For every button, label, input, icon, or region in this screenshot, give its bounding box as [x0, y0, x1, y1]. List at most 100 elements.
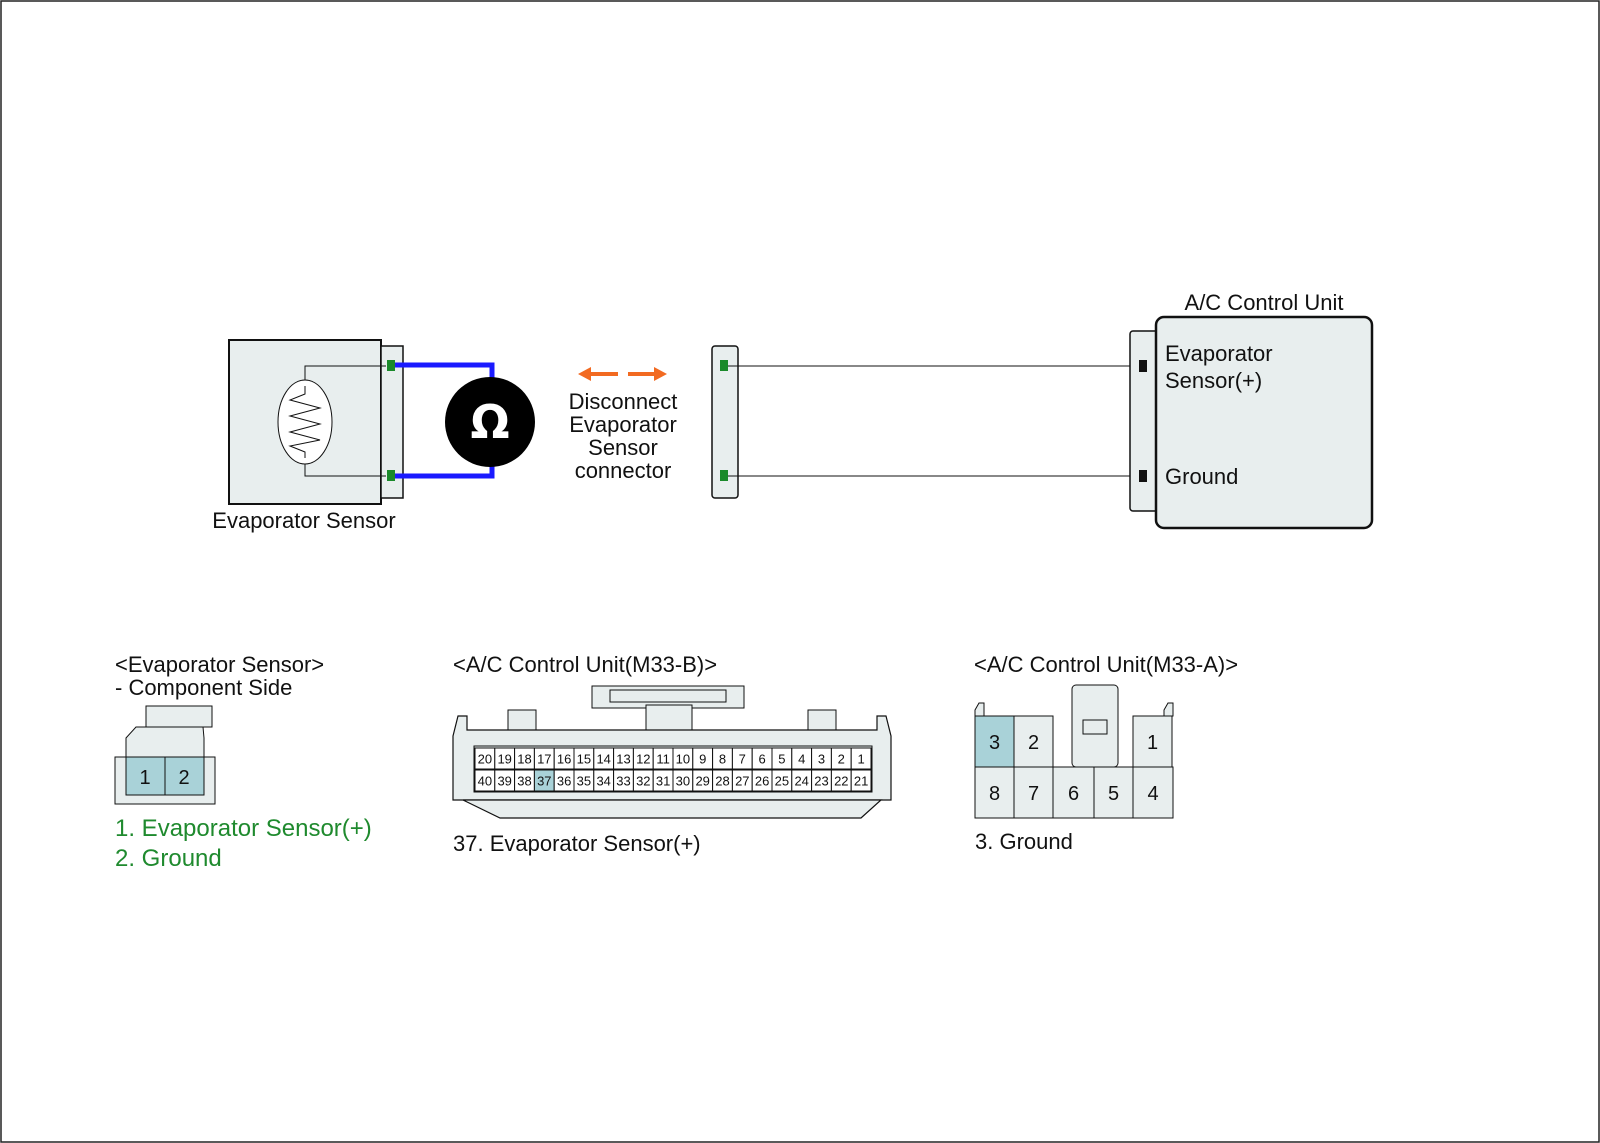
sensor-connector-title: <Evaporator Sensor>	[115, 652, 324, 677]
m33b-pin-31: 31	[656, 774, 670, 789]
m33b-pin-35: 35	[577, 774, 591, 789]
sensor-connector-view: <Evaporator Sensor> - Component Side 1 2…	[114, 652, 372, 872]
disconnect-line-1: Disconnect	[569, 389, 678, 414]
ohmmeter-icon	[445, 377, 535, 467]
resistor-zigzag-icon	[288, 386, 322, 458]
m33b-pin-19: 19	[497, 752, 511, 767]
m33a-pin-8: 8	[989, 783, 1000, 805]
sensor-pin-1: 1	[139, 767, 150, 789]
m33b-pin-11: 11	[656, 752, 670, 767]
m33b-pin-22: 22	[834, 774, 848, 789]
arrow-right-head	[654, 367, 667, 381]
acu-terminal-ground	[1139, 470, 1147, 482]
m33a-pin-6-cell	[1052, 766, 1095, 819]
arrow-left-head	[578, 367, 591, 381]
disconnect-arrows-icon	[578, 367, 667, 381]
m33b-pin-9: 9	[699, 752, 706, 767]
m33b-pin-25: 25	[775, 774, 789, 789]
acu-title: A/C Control Unit	[1185, 290, 1344, 315]
harness-connector-body	[711, 345, 739, 499]
disconnect-instruction: Disconnect Evaporator Sensor connector	[569, 389, 678, 483]
m33a-pin-4-cell	[1132, 766, 1174, 819]
m33a-pin-7-cell	[1013, 766, 1054, 819]
m33b-pin-26: 26	[755, 774, 769, 789]
m33a-latch-window	[1082, 719, 1108, 735]
harness-connector	[711, 345, 739, 499]
m33b-pin-30: 30	[676, 774, 690, 789]
m33b-note: 37. Evaporator Sensor(+)	[453, 831, 701, 856]
m33a-pin-5: 5	[1108, 783, 1119, 805]
sensor-pin-2-cell	[164, 756, 205, 796]
sensor-connector-latch	[145, 705, 213, 728]
m33b-pin-28: 28	[715, 774, 729, 789]
m33b-pin-16: 16	[557, 752, 571, 767]
m33b-pin-5: 5	[778, 752, 785, 767]
m33b-pin-29: 29	[695, 774, 709, 789]
acu-body	[1154, 315, 1374, 530]
evaporator-sensor-component: Evaporator Sensor	[212, 339, 404, 533]
m33b-pin-34: 34	[596, 774, 610, 789]
m33b-pin-1: 1	[857, 752, 864, 767]
m33b-pin-3: 3	[818, 752, 825, 767]
ac-control-unit: A/C Control Unit Evaporator Sensor(+) Gr…	[1129, 290, 1374, 530]
m33b-pin-2: 2	[838, 752, 845, 767]
m33b-pin-6: 6	[758, 752, 765, 767]
probe-wire-positive	[395, 362, 495, 383]
m33b-pin-17: 17	[537, 752, 551, 767]
sensor-connector-body	[380, 345, 404, 499]
acu-terminal-sensor	[1139, 360, 1147, 372]
m33a-pin-1: 1	[1147, 732, 1158, 754]
sensor-terminal-1	[387, 360, 395, 371]
acu-pin-ground: Ground	[1165, 464, 1238, 489]
ohm-symbol: Ω	[470, 395, 509, 449]
m33b-pin-20: 20	[478, 752, 492, 767]
m33a-title: <A/C Control Unit(M33-A)>	[974, 652, 1238, 677]
sensor-connector-subtitle: - Component Side	[115, 675, 292, 700]
disconnect-line-2: Evaporator	[569, 412, 677, 437]
m33a-connector-view: <A/C Control Unit(M33-A)> 3 2 1 8 7 6 5 4 3. Gr…	[974, 652, 1238, 854]
m33a-pin-3: 3	[989, 732, 1000, 754]
m33b-pin-15: 15	[577, 752, 591, 767]
m33a-key-left	[974, 702, 985, 717]
acu-pin-sensor-line-1: Evaporator	[1165, 341, 1273, 366]
sensor-terminal-2	[387, 470, 395, 481]
m33a-pin-7: 7	[1028, 783, 1039, 805]
harness-terminal-1	[720, 360, 728, 371]
m33b-title: <A/C Control Unit(M33-B)>	[453, 652, 717, 677]
m33a-pin-2-cell	[1013, 715, 1054, 768]
m33b-pin-23: 23	[814, 774, 828, 789]
m33b-pin-21: 21	[854, 774, 868, 789]
m33b-pin-13: 13	[616, 752, 630, 767]
m33b-pin-40: 40	[478, 774, 492, 789]
m33b-pin-1-cell	[850, 747, 872, 770]
disconnect-line-3: Sensor	[588, 435, 658, 460]
m33b-pin-18: 18	[517, 752, 531, 767]
m33b-pin-38: 38	[517, 774, 531, 789]
sensor-note-2: 2. Ground	[115, 845, 222, 872]
m33b-pin-4: 4	[798, 752, 805, 767]
m33b-skirt	[462, 799, 883, 819]
m33a-pin-2: 2	[1028, 732, 1039, 754]
m33a-pin-6: 6	[1068, 783, 1079, 805]
m33a-note: 3. Ground	[975, 829, 1073, 854]
m33a-pin-8-cell	[974, 766, 1015, 819]
m33b-pin-10: 10	[676, 752, 690, 767]
sensor-label: Evaporator Sensor	[212, 508, 395, 533]
ohmmeter: Ω	[395, 362, 535, 479]
acu-pin-sensor-line-2: Sensor(+)	[1165, 368, 1262, 393]
sensor-internal-wire-top	[304, 365, 386, 386]
m33a-pin-4: 4	[1147, 783, 1158, 805]
m33b-pin-33: 33	[616, 774, 630, 789]
thermistor-icon	[277, 379, 333, 465]
m33b-pin-7: 7	[739, 752, 746, 767]
sensor-pin-2: 2	[178, 767, 189, 789]
m33b-pin-8: 8	[719, 752, 726, 767]
m33b-latch-inner	[609, 689, 727, 703]
m33b-pin-27: 27	[735, 774, 749, 789]
m33b-pin-39: 39	[497, 774, 511, 789]
